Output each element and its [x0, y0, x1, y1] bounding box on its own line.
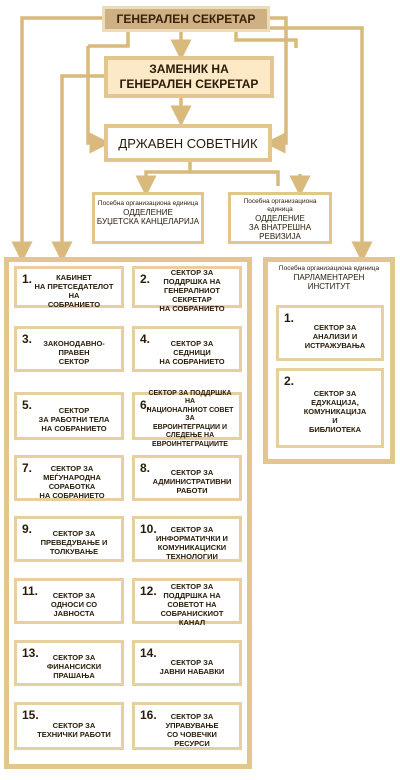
institute-unit-1: 1. СЕКТОР ЗА АНАЛИЗИ И ИСТРАЖУВАЊА [276, 305, 384, 361]
institute-unit-number: 1. [284, 311, 295, 325]
deputy-secretary-box: ЗАМЕНИК НА ГЕНЕРАЛЕН СЕКРЕТАР [104, 56, 274, 98]
sector-box-5: 5. СЕКТОР ЗА РАБОТНИ ТЕЛА НА СОБРАНИЕТО [14, 392, 124, 440]
sector-label: СЕКТОР ЗА ИНФОРМАТИЧКИ И КОМУНИКАЦИСКИ Т… [156, 524, 228, 561]
sector-number: 9. [22, 522, 33, 536]
sector-box-3: 3. ЗАКОНОДАВНО-ПРАВЕН СЕКТОР [14, 326, 124, 372]
sector-number: 1. [22, 272, 33, 286]
sector-label: СЕКТОР ЗА ПРЕВЕДУВАЊЕ И ТОЛКУВАЊЕ [40, 529, 108, 556]
institute-line1: ПАРЛАМЕНТАРЕН [293, 273, 365, 282]
sector-number: 16. [140, 708, 157, 722]
state-advisor-title: ДРЖАВЕН СОВЕТНИК [118, 135, 258, 151]
sector-number: 10. [140, 522, 157, 536]
sector-label: КАБИНЕТ НА ПРЕТСЕДАТЕЛОТ НА СОБРАНИЕТО [34, 272, 114, 309]
sector-number: 15. [22, 708, 39, 722]
sector-box-1: 1. КАБИНЕТ НА ПРЕТСЕДАТЕЛОТ НА СОБРАНИЕТ… [14, 266, 124, 309]
institute-unit-number: 2. [284, 374, 295, 388]
parliamentary-institute-title: Посебна организациона единица ПАРЛАМЕНТА… [268, 265, 390, 291]
sector-label: СЕКТОР ЗА ПОДДРШКА НА НАЦИОНАЛНИОТ СОВЕТ… [146, 389, 234, 448]
internal-audit-box: Посебна организациона единица ОДДЕЛЕНИЕ … [228, 192, 332, 244]
institute-line2: ИНСТИТУТ [307, 282, 351, 291]
sector-number: 4. [140, 332, 151, 346]
sector-box-6: 6. СЕКТОР ЗА ПОДДРШКА НА НАЦИОНАЛНИОТ СО… [132, 389, 242, 448]
deputy-title-line1: ЗАМЕНИК НА [149, 62, 229, 76]
institute-unit-label: СЕКТОР ЗА АНАЛИЗИ И ИСТРАЖУВАЊА [304, 323, 366, 350]
sector-number: 7. [22, 461, 33, 475]
internal-audit-line3: РЕВИЗИЈА [259, 232, 301, 241]
sector-label: СЕКТОР ЗА СЕДНИЦИ НА СОБРАНИЕТО [159, 339, 225, 366]
sector-label: СЕКТОР ЗА МЕЃУНАРОДНА СОРАБОТКА НА СОБРА… [39, 463, 105, 500]
sector-number: 3. [22, 332, 33, 346]
state-advisor-box: ДРЖАВЕН СОВЕТНИК [104, 124, 272, 162]
institute-unit-2: 2. СЕКТОР ЗА ЕДУКАЦИЈА, КОМУНИКАЦИЈА И Б… [276, 368, 384, 448]
sector-number: 11. [22, 584, 39, 598]
sector-label: СЕКТОР ЗА ОДНОСИ СО ЈАВНОСТА [50, 591, 98, 618]
sector-label: СЕКТОР ЗА ЈАВНИ НАБАВКИ [159, 657, 225, 676]
sector-label: СЕКТОР ЗА АДМИНИСТРАТИВНИ РАБОТИ [152, 468, 232, 495]
sector-box-8: 8. СЕКТОР ЗА АДМИНИСТРАТИВНИ РАБОТИ [132, 455, 242, 501]
sector-box-13: 13. СЕКТОР ЗА ФИНАНСИСКИ ПРАШАЊА [14, 640, 124, 686]
sector-label: СЕКТОР ЗА ТЕХНИЧКИ РАБОТИ [37, 720, 111, 739]
general-secretary-title: ГЕНЕРАЛЕН СЕКРЕТАР [116, 12, 256, 26]
internal-audit-line2: ЗА ВНАТРЕШНА [248, 223, 312, 232]
sector-number: 2. [140, 272, 151, 286]
sector-label: ЗАКОНОДАВНО-ПРАВЕН СЕКТОР [43, 339, 105, 366]
sector-box-7: 7. СЕКТОР ЗА МЕЃУНАРОДНА СОРАБОТКА НА СО… [14, 455, 124, 501]
internal-audit-caption: Посебна организациона единица [243, 198, 317, 213]
sector-label: СЕКТОР ЗА ФИНАНСИСКИ ПРАШАЊА [46, 653, 102, 680]
sector-number: 14. [140, 646, 157, 660]
sector-box-16: 16. СЕКТОР ЗА УПРАВУВАЊЕ СО ЧОВЕЧКИ РЕСУ… [132, 702, 242, 750]
budget-office-line2: БУЏЕТСКА КАНЦЕЛАРИЈА [96, 217, 200, 226]
budget-office-box: Посебна организациона единица ОДДЕЛЕНИЕ … [92, 192, 204, 244]
sector-box-9: 9. СЕКТОР ЗА ПРЕВЕДУВАЊЕ И ТОЛКУВАЊЕ [14, 516, 124, 562]
sector-box-11: 11. СЕКТОР ЗА ОДНОСИ СО ЈАВНОСТА [14, 578, 124, 624]
sector-box-15: 15. СЕКТОР ЗА ТЕХНИЧКИ РАБОТИ [14, 702, 124, 750]
sector-number: 5. [22, 398, 33, 412]
sector-label: СЕКТОР ЗА РАБОТНИ ТЕЛА НА СОБРАНИЕТО [38, 406, 110, 433]
general-secretary-box: ГЕНЕРАЛЕН СЕКРЕТАР [102, 6, 270, 32]
sector-label: СЕКТОР ЗА ПОДДРШКА НА СОВЕТОТ НА СОБРАНИ… [160, 582, 224, 627]
sector-box-4: 4. СЕКТОР ЗА СЕДНИЦИ НА СОБРАНИЕТО [132, 326, 242, 372]
sector-label: СЕКТОР ЗА ПОДДРШКА НА ГЕНЕРАЛНИОТ СЕКРЕТ… [159, 268, 224, 313]
sector-number: 6. [140, 398, 151, 412]
sector-number: 13. [22, 646, 39, 660]
sector-number: 12. [140, 584, 157, 598]
sector-label: СЕКТОР ЗА УПРАВУВАЊЕ СО ЧОВЕЧКИ РЕСУРСИ [165, 711, 219, 748]
sector-box-10: 10. СЕКТОР ЗА ИНФОРМАТИЧКИ И КОМУНИКАЦИС… [132, 516, 242, 562]
budget-office-caption: Посебна организациона единица [97, 200, 199, 207]
deputy-title-line2: ГЕНЕРАЛЕН СЕКРЕТАР [119, 77, 259, 91]
sector-box-2: 2. СЕКТОР ЗА ПОДДРШКА НА ГЕНЕРАЛНИОТ СЕК… [132, 266, 242, 313]
institute-unit-label: СЕКТОР ЗА ЕДУКАЦИЈА, КОМУНИКАЦИЈА И БИБЛ… [303, 389, 367, 434]
institute-caption: Посебна организациона единица [278, 265, 380, 272]
internal-audit-line1: ОДДЕЛЕНИЕ [255, 214, 305, 223]
sector-number: 8. [140, 461, 151, 475]
sector-box-12: 12. СЕКТОР ЗА ПОДДРШКА НА СОВЕТОТ НА СОБ… [132, 578, 242, 627]
sector-box-14: 14. СЕКТОР ЗА ЈАВНИ НАБАВКИ [132, 640, 242, 686]
budget-office-line1: ОДДЕЛЕНИЕ [123, 208, 173, 217]
